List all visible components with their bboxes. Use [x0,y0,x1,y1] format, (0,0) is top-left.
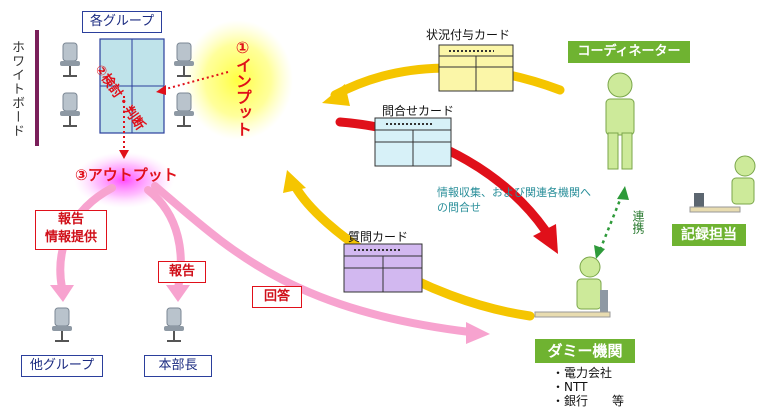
inquiry-card-label: 問合せカード [382,104,455,118]
arrow-head [594,245,605,259]
arrow-head [466,322,490,344]
cooperation-arrow [598,194,624,251]
step-output-label: ③アウトプット [75,166,178,184]
input-glow [183,20,293,140]
status-card-label: 状況付与カード [426,28,511,42]
list-item: ・銀行 等 [552,394,625,408]
question-card-label: 質問カード [348,230,409,244]
arrow-head [119,150,129,159]
hq-chief-box: 本部長 [144,355,212,377]
dummy-org-figure [534,256,611,318]
answer-label: 回答 [252,286,302,308]
recorder-label: 記録担当 [672,224,746,246]
arrow-head [533,224,558,254]
question-card [343,243,423,293]
report-label: 報告 [158,261,206,283]
info-note: 情報収集、および関連各機関への問合せ [437,186,591,214]
arrow-head [50,285,74,302]
arrow-head [156,85,166,95]
status-card [438,44,514,92]
report-info-label: 報告 情報提供 [35,210,107,250]
cooperation-label: 連携 [631,210,645,234]
arrow-head [322,84,350,106]
pink-arrow-answer [151,182,474,336]
chair-icon [164,307,184,342]
arrow-head [283,170,306,193]
step-input-label: ①インプット [233,38,252,137]
group-table [99,38,165,134]
list-item: ・電力会社 [552,366,613,380]
dummy-org-label: ダミー機関 [535,339,635,363]
group-box-label: 各グループ [82,11,162,33]
list-item: ・NTT [552,380,588,394]
coordinator-figure [605,72,635,170]
dummy-org-list: ・電力会社 ・NTT ・銀行 等 [552,366,624,408]
coordinator-label: コーディネーター [568,41,690,63]
chair-icon [60,92,80,127]
chair-icon [60,42,80,77]
other-group-box: 他グループ [21,355,103,377]
whiteboard-label: ホワイトボード [9,40,24,138]
whiteboard-bar [35,30,39,146]
chair-icon [174,42,194,77]
arrow-head [617,186,629,200]
arrow-head [166,285,190,302]
dotted-input-arrow [161,71,229,91]
inquiry-card [374,117,452,167]
chair-icon [52,307,72,342]
chair-icon [174,92,194,127]
recorder-figure [689,155,756,213]
